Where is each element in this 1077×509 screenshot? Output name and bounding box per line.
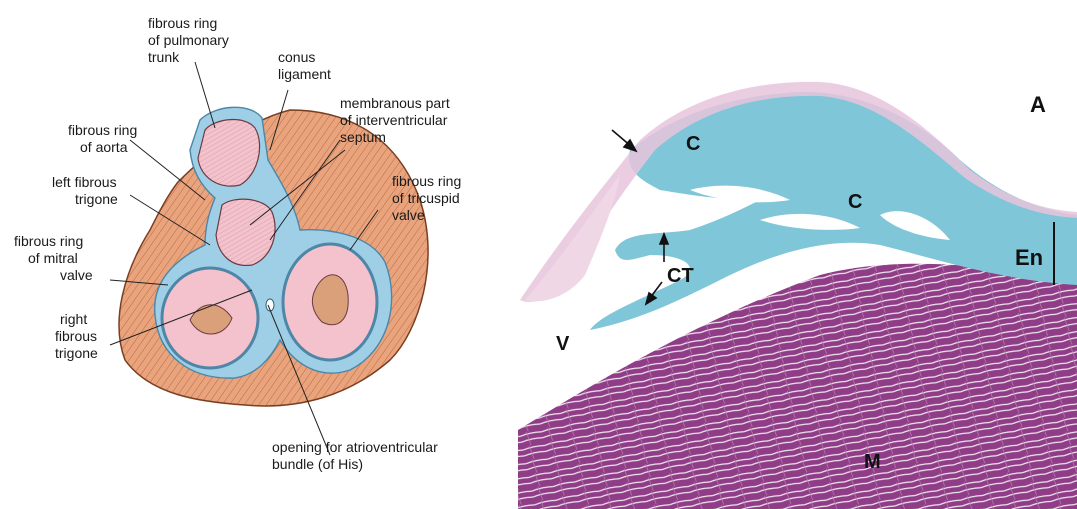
label-C-lower: C: [848, 191, 862, 213]
histology-micrograph: A C C CT En V M: [518, 0, 1077, 509]
mitral-cusps: [189, 304, 233, 335]
label-En: En: [1015, 245, 1043, 270]
heart-skeleton-diagram: fibrous ring of pulmonary trunk conus li…: [14, 15, 465, 472]
label-his-opening: opening for atrioventricular bundle (of …: [272, 439, 442, 472]
label-conus-ligament: conus ligament: [278, 49, 331, 82]
label-mitral-ring: fibrous ring of mitral valve: [14, 233, 93, 283]
label-V: V: [556, 333, 570, 355]
aortic-valve: [215, 198, 276, 266]
pulmonary-valve: [197, 119, 261, 187]
cartilage-region: [590, 91, 1077, 330]
leader-lines: [109, 61, 379, 456]
label-left-trigone: left fibrous trigone: [52, 174, 120, 207]
label-pulmonary-ring: fibrous ring of pulmonary trunk: [148, 15, 233, 65]
label-A: A: [1030, 92, 1046, 117]
tissue-clefts: [690, 185, 950, 240]
label-CT: CT: [667, 265, 694, 287]
myocardium-region: [518, 263, 1077, 509]
histo-arrows: [611, 129, 1055, 306]
label-C-upper: C: [686, 133, 700, 155]
loose-pink-tissue: [525, 175, 620, 302]
label-membranous-septum: membranous part of interventricular sept…: [340, 95, 454, 145]
tricuspid-cusps: [311, 274, 349, 326]
label-M: M: [864, 451, 881, 473]
label-tricuspid-ring: fibrous ring of tricuspid valve: [392, 173, 465, 223]
label-aortic-ring: fibrous ring of aorta: [68, 122, 141, 155]
endocardium-rim: [520, 81, 1077, 302]
label-right-trigone: right fibrous trigone: [55, 311, 101, 361]
